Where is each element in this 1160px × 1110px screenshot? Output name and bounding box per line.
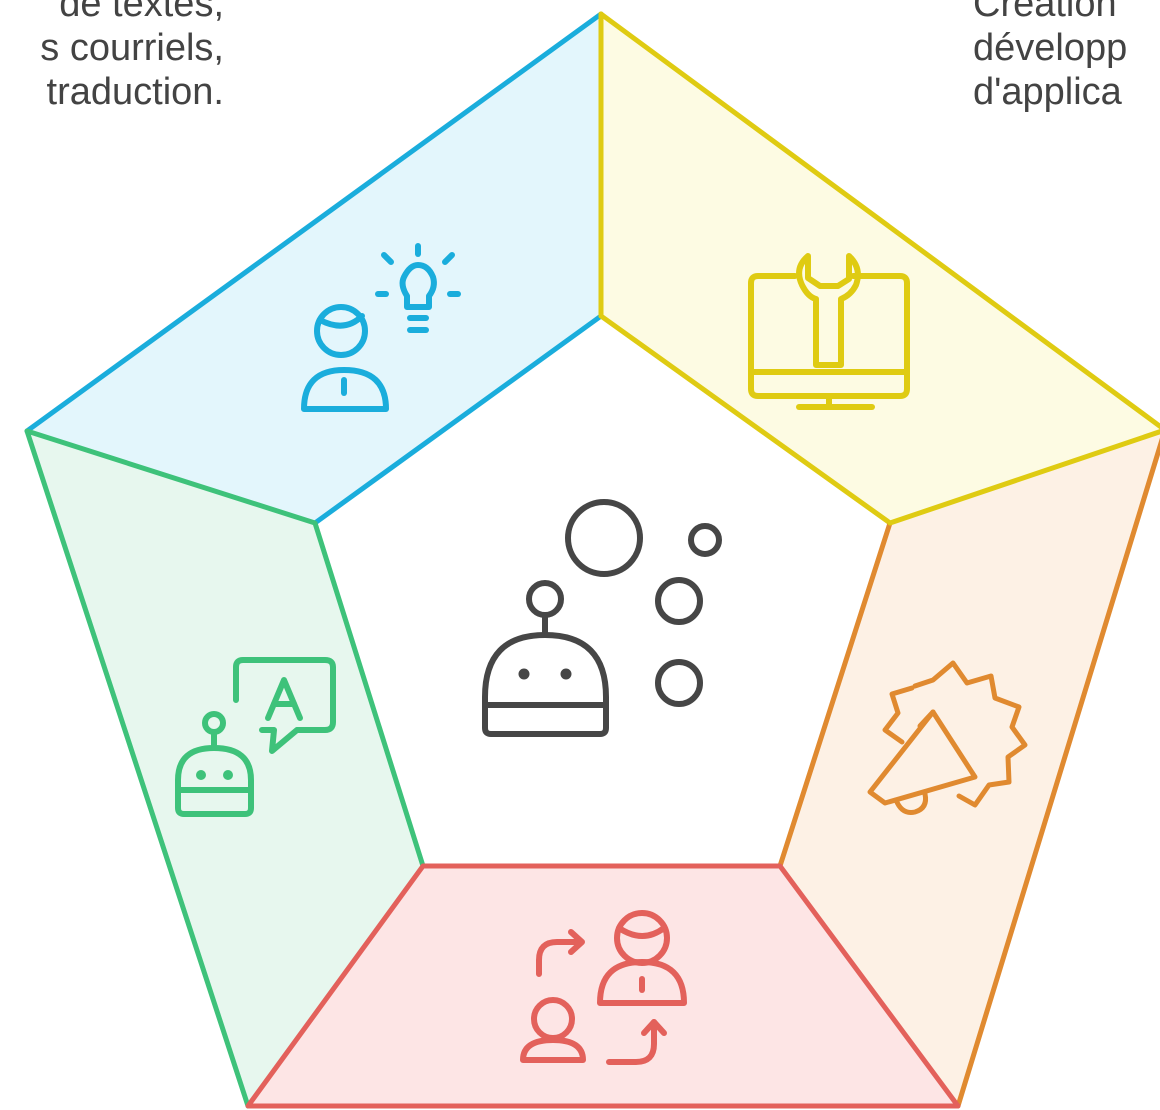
- segment-top-right: [601, 14, 1160, 523]
- robot-translation-icon: [175, 657, 336, 817]
- left-description-snippet: de textes, s courriels, traduction.: [40, 0, 224, 114]
- right-description-snippet: Création développ d'applica: [973, 0, 1127, 114]
- right-snippet-line-2: développ: [973, 27, 1128, 69]
- monitor-wrench-icon: [748, 253, 910, 410]
- center-pentagon: [315, 316, 890, 866]
- segment-bottom-edge: [245, 863, 961, 1109]
- left-snippet-line-1: de textes,: [59, 0, 224, 25]
- segment-right-edge: [777, 437, 1160, 1109]
- people-exchange-icon: [520, 910, 687, 1065]
- robot-bubbles-icon: [482, 499, 722, 737]
- right-snippet-line-3: d'applica: [973, 71, 1122, 113]
- segment-left-edge: [24, 428, 426, 1109]
- right-snippet-line-1: Création: [973, 0, 1117, 25]
- segment-top-left: [27, 14, 601, 523]
- segment-left: [27, 431, 423, 1106]
- left-snippet-line-2: s courriels,: [40, 27, 224, 69]
- left-snippet-line-3: traduction.: [46, 71, 224, 113]
- segment-top-right-inner-edge: [887, 429, 1160, 526]
- megaphone-badge-icon: [867, 660, 1028, 815]
- person-lightbulb-icon: [301, 243, 461, 412]
- segment-top-right-edge: [598, 11, 1160, 526]
